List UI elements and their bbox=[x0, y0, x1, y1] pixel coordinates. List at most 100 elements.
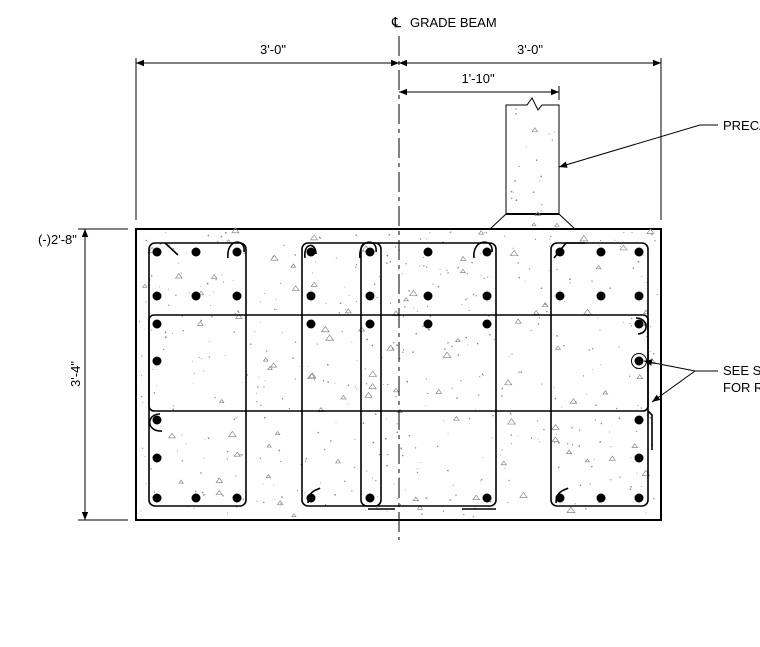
sand-speck bbox=[614, 239, 616, 241]
sand-speck bbox=[400, 447, 402, 449]
aggregate-mark bbox=[403, 296, 410, 302]
cross-ties bbox=[148, 314, 649, 412]
aggregate-mark bbox=[408, 289, 418, 297]
sand-speck bbox=[138, 370, 140, 372]
sand-speck bbox=[188, 292, 190, 293]
sand-speck bbox=[263, 386, 265, 388]
sand-speck bbox=[152, 368, 154, 370]
sand-speck bbox=[483, 277, 485, 279]
rebar bbox=[152, 415, 162, 425]
sand-speck bbox=[442, 419, 444, 421]
aggregate-mark bbox=[554, 345, 562, 350]
aggregate-mark bbox=[595, 264, 602, 270]
sand-speck bbox=[579, 484, 582, 487]
sand-speck bbox=[198, 356, 200, 358]
sand-speck bbox=[164, 232, 166, 234]
rebar bbox=[634, 356, 644, 366]
sand-speck bbox=[548, 245, 550, 247]
sand-speck bbox=[643, 255, 645, 257]
sand-speck bbox=[405, 263, 407, 265]
sand-speck bbox=[347, 384, 350, 387]
sand-speck bbox=[372, 477, 373, 479]
sand-speck bbox=[262, 483, 264, 485]
rebar bbox=[365, 319, 375, 329]
sand-speck bbox=[637, 405, 639, 407]
sand-speck bbox=[402, 349, 405, 351]
sand-speck bbox=[180, 272, 182, 274]
sand-speck bbox=[221, 274, 223, 276]
sand-speck bbox=[288, 407, 291, 410]
aggregate-mark bbox=[267, 365, 273, 370]
sand-speck bbox=[599, 239, 602, 242]
sand-speck bbox=[304, 460, 307, 462]
sand-speck bbox=[420, 462, 422, 464]
rebar bbox=[423, 319, 433, 329]
stirrup-2 bbox=[301, 242, 382, 507]
sand-speck bbox=[222, 281, 225, 283]
rebar bbox=[596, 493, 606, 503]
sand-speck bbox=[232, 280, 234, 282]
sand-speck bbox=[178, 262, 180, 264]
sand-speck bbox=[415, 332, 418, 335]
aggregate-mark bbox=[477, 230, 485, 235]
sand-speck bbox=[511, 197, 513, 200]
sand-speck bbox=[182, 329, 185, 332]
sand-speck bbox=[535, 159, 538, 162]
aggregate-mark bbox=[309, 234, 319, 241]
aggregate-mark bbox=[197, 290, 205, 296]
aggregate-mark bbox=[274, 430, 281, 435]
sand-speck bbox=[515, 108, 517, 110]
aggregate-mark bbox=[266, 443, 272, 448]
sand-speck bbox=[260, 404, 262, 407]
sand-speck bbox=[365, 509, 367, 511]
sand-speck bbox=[539, 180, 541, 182]
sand-speck bbox=[437, 285, 440, 288]
sand-speck bbox=[600, 364, 602, 366]
sand-speck bbox=[256, 401, 258, 403]
sand-speck bbox=[355, 301, 357, 303]
sand-speck bbox=[630, 485, 632, 488]
rebar bbox=[596, 291, 606, 301]
sand-speck bbox=[447, 469, 449, 472]
sand-speck bbox=[510, 413, 512, 415]
sand-speck bbox=[641, 276, 643, 278]
sand-speck bbox=[299, 366, 300, 367]
sand-speck bbox=[142, 447, 144, 449]
aggregate-mark bbox=[174, 272, 183, 279]
sand-speck bbox=[272, 255, 274, 258]
sand-speck bbox=[145, 239, 147, 242]
sand-speck bbox=[548, 270, 550, 272]
sand-speck bbox=[279, 282, 282, 284]
aggregate-mark bbox=[565, 449, 573, 455]
sand-speck bbox=[402, 316, 405, 318]
sand-speck bbox=[598, 244, 600, 246]
sand-speck bbox=[456, 397, 458, 399]
sand-speck bbox=[207, 437, 210, 440]
sand-speck bbox=[468, 309, 470, 312]
sand-speck bbox=[150, 275, 153, 277]
sand-speck bbox=[609, 431, 611, 433]
sand-speck bbox=[591, 465, 593, 468]
rebar bbox=[191, 493, 201, 503]
sand-speck bbox=[164, 331, 167, 334]
sand-speck bbox=[389, 302, 392, 305]
sand-speck bbox=[426, 378, 428, 380]
sand-speck bbox=[504, 467, 506, 469]
aggregate-mark bbox=[646, 228, 655, 234]
sand-speck bbox=[538, 317, 541, 319]
sand-speck bbox=[194, 372, 196, 375]
aggregate-mark bbox=[459, 256, 467, 261]
sand-speck bbox=[585, 507, 587, 510]
sand-speck bbox=[569, 278, 571, 280]
sand-speck bbox=[600, 422, 603, 425]
hook-7 bbox=[635, 317, 647, 335]
sand-speck bbox=[423, 256, 425, 258]
sand-speck bbox=[140, 375, 143, 377]
sand-speck bbox=[518, 165, 520, 168]
sand-speck bbox=[432, 283, 434, 285]
aggregate-mark bbox=[416, 505, 424, 510]
longitudinal-bars bbox=[152, 247, 647, 503]
sand-speck bbox=[439, 268, 441, 270]
rebar bbox=[365, 493, 375, 503]
sand-speck bbox=[651, 233, 653, 236]
